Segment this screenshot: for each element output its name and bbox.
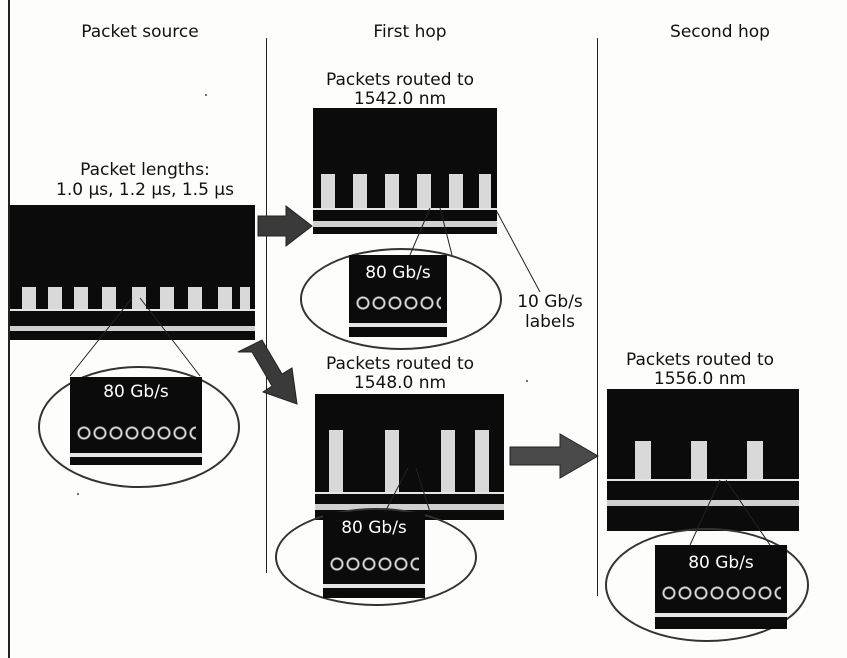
heading-first-hop: First hop [373,22,447,42]
column-divider-1 [266,38,267,573]
hop1-top-connector-right [439,207,453,256]
source-label-line1: Packet lengths: [80,160,210,180]
hop1-top-zoom-ellipse [300,248,502,350]
source-scope-trace [10,205,255,340]
stray-dot-3 [77,493,79,495]
stray-dot-2 [526,380,528,382]
arrow-hop1-to-hop2 [509,433,599,479]
source-zoom-rate: 80 Gb/s [103,382,169,402]
source-zoom-connector-right [139,297,201,377]
hop2-zoom-trace: 80 Gb/s [655,545,787,629]
source-zoom-connector-left [69,297,133,377]
heading-second-hop: Second hop [670,22,770,42]
source-label-line2: 1.0 µs, 1.2 µs, 1.5 µs [56,180,234,200]
heading-packet-source: Packet source [81,22,199,42]
hop1-bottom-zoom-rate: 80 Gb/s [341,518,407,538]
source-zoom-ellipse [38,366,240,488]
labels-note-line1: 10 Gb/s [517,292,583,312]
hop1-bottom-connector-left [384,467,409,513]
hop1-bottom-label-line1: Packets routed to [325,354,475,374]
hop2-label-line2: 1556.0 nm [653,369,747,389]
hop1-top-label-line2: 1542.0 nm [353,89,447,109]
column-divider-2 [597,38,598,596]
hop1-bottom-label-line2: 1548.0 nm [353,373,447,393]
hop1-bottom-scope-trace [315,394,504,520]
labels-note-pointer [495,209,541,293]
stray-dot-1 [205,94,207,96]
hop1-bottom-zoom-trace: 80 Gb/s [323,512,425,598]
source-zoom-trace: 80 Gb/s [70,377,202,465]
arrow-source-to-hop1-top [257,204,313,248]
hop2-connector-left [689,479,721,546]
hop2-zoom-ellipse [605,528,809,642]
hop1-top-label-line1: Packets routed to [325,70,475,90]
arrow-source-to-hop1-bottom [237,339,298,405]
hop2-scope-trace [607,389,799,531]
hop1-top-zoom-trace: 80 Gb/s [349,255,447,337]
hop1-top-scope-trace [313,108,497,234]
hop1-bottom-zoom-ellipse [275,508,477,606]
hop2-zoom-rate: 80 Gb/s [688,553,754,573]
hop1-top-connector-left [409,207,431,256]
left-border [8,0,10,658]
hop1-top-zoom-rate: 80 Gb/s [365,263,431,283]
labels-note-line2: labels [525,312,575,332]
hop2-label-line1: Packets routed to [625,350,775,370]
hop1-bottom-connector-right [415,467,431,513]
hop2-connector-right [725,479,771,546]
